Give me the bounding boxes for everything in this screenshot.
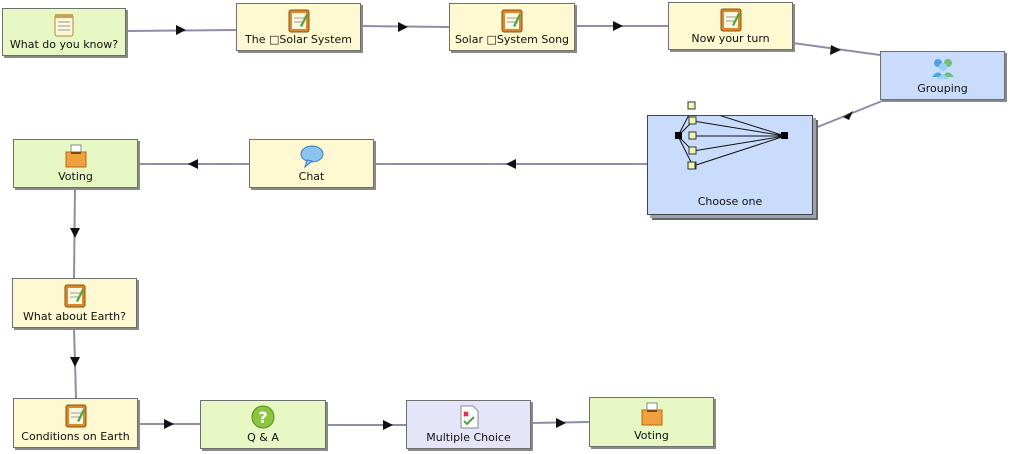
- arrowhead: [398, 22, 408, 32]
- activity-solar-system-song[interactable]: Solar □System Song: [449, 3, 575, 51]
- clipboard-icon: [501, 9, 523, 33]
- branch-node-top: [687, 101, 696, 110]
- checklist-icon: [460, 405, 478, 429]
- activity-chat[interactable]: Chat: [249, 139, 374, 188]
- activity-voting-1[interactable]: Voting: [13, 139, 138, 188]
- activity-label: What about Earth?: [23, 310, 126, 323]
- activity-label: Conditions on Earth: [21, 430, 130, 443]
- activity-now-your-turn[interactable]: Now your turn: [668, 2, 793, 50]
- speech-bubble-icon: [300, 145, 323, 169]
- arrowhead: [383, 420, 393, 430]
- ballot-box-icon: [65, 144, 86, 168]
- arrowhead: [830, 45, 841, 55]
- activity-label: Voting: [58, 170, 93, 183]
- activity-label: Solar □System Song: [454, 33, 570, 46]
- people-group-icon: [931, 59, 954, 79]
- activity-label: Multiple Choice: [426, 431, 511, 444]
- arrowhead: [188, 159, 198, 169]
- ballot-box-icon: [641, 402, 662, 426]
- activity-multiple-choice[interactable]: Multiple Choice: [406, 400, 531, 449]
- activity-label: The □Solar System: [245, 33, 352, 46]
- arrowhead: [70, 228, 80, 238]
- activity-conditions-on-earth[interactable]: Conditions on Earth: [13, 398, 138, 448]
- branching-icon: [675, 116, 788, 170]
- arrowhead: [164, 419, 174, 429]
- activity-label: Grouping: [917, 82, 968, 95]
- clipboard-icon: [64, 284, 85, 308]
- arrowhead: [176, 25, 186, 35]
- activity-label: Now your turn: [691, 32, 770, 45]
- activity-grouping[interactable]: Grouping: [880, 51, 1005, 100]
- arrowhead: [506, 159, 516, 169]
- clipboard-icon: [720, 8, 741, 32]
- activity-label: What do you know?: [9, 38, 119, 51]
- activity-q-and-a[interactable]: ? Q & A: [200, 400, 326, 449]
- activity-voting-2[interactable]: Voting: [589, 397, 714, 447]
- arrowhead: [613, 21, 623, 31]
- activity-what-about-earth[interactable]: What about Earth?: [12, 278, 137, 328]
- activity-what-do-you-know[interactable]: What do you know?: [2, 8, 126, 56]
- branching-choose-one[interactable]: Choose one: [647, 115, 813, 215]
- clipboard-icon: [65, 404, 86, 428]
- notepad-icon: [54, 14, 74, 37]
- activity-label: Voting: [634, 429, 669, 442]
- activity-label: Q & A: [247, 431, 279, 444]
- question-mark-icon: ?: [251, 405, 275, 429]
- activity-solar-system[interactable]: The □Solar System: [236, 3, 361, 51]
- arrowhead: [843, 111, 853, 120]
- clipboard-icon: [288, 9, 309, 33]
- arrowhead: [556, 418, 566, 428]
- activity-label: Chat: [298, 170, 325, 183]
- arrowhead: [70, 357, 80, 367]
- branch-node-bottom: [687, 161, 696, 170]
- svg-text:?: ?: [258, 408, 267, 427]
- activity-label: Choose one: [697, 195, 763, 208]
